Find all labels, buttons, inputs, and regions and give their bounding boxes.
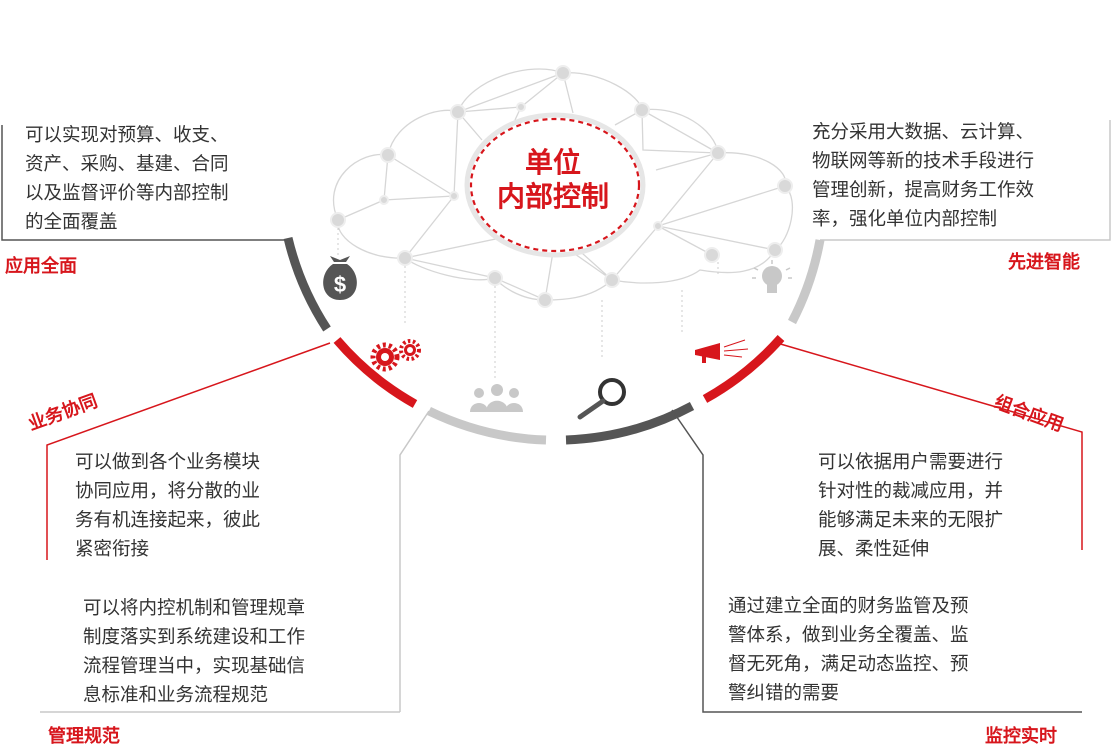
dotted-droplines [337,228,719,380]
svg-text:$: $ [334,272,346,297]
megaphone-icon [695,339,749,363]
people-icon [470,384,523,412]
section-desc-collaboration: 可以做到各个业务模块协同应用，将分散的业务有机连接起来，彼此紧密衔接 [75,452,261,560]
network-nodes [330,65,793,308]
magnifier-icon [577,378,626,420]
section-desc-realtime-monitoring: 通过建立全面的财务监管及预警体系，做到业务全覆盖、监督无死角，满足动态监控、预警… [728,596,969,704]
center-title: 单位 内部控制 [496,146,609,213]
section-desc-combination: 可以依据用户需要进行针对性的裁减应用，并能够满足未来的无限扩展、柔性延伸 [818,452,1004,560]
money-bag-icon: $ [323,256,357,300]
section-desc-standardization: 可以将内控机制和管理规章制度落实到系统建设和工作流程管理当中，实现基础信息标准和… [83,598,306,706]
section-label-standardization: 管理规范 [48,726,120,747]
section-label-comprehensive: 应用全面 [5,256,77,277]
section-label-realtime-monitoring: 监控实时 [985,726,1057,747]
outer-arc [283,236,825,445]
lightbulb-icon [752,260,792,293]
center-circle [464,112,646,258]
gears-icon [370,339,421,372]
connector-lines [1,120,1111,713]
section-desc-intelligent: 充分采用大数据、云计算、物联网等新的技术手段进行管理创新，提高财务工作效率，强化… [812,122,1035,230]
section-label-intelligent: 先进智能 [1008,252,1080,273]
section-desc-comprehensive: 可以实现对预算、收支、资产、采购、基建、合同以及监督评价等内部控制的全面覆盖 [25,125,229,233]
